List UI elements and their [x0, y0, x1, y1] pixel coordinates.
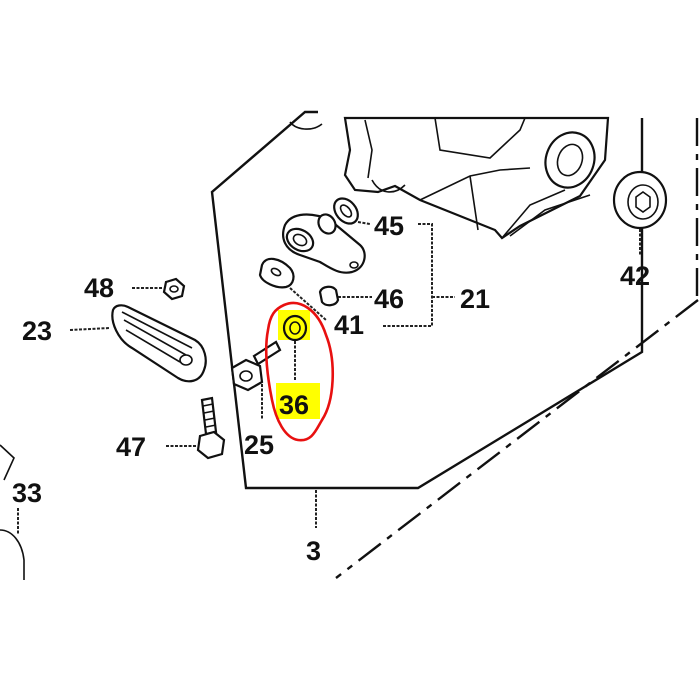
- callout-21: 21: [460, 284, 490, 314]
- callout-42: 42: [620, 261, 650, 291]
- part-36-highlight: [276, 310, 320, 419]
- part-41-washer: [258, 257, 327, 321]
- callout-41: 41: [334, 310, 364, 340]
- callout-45: 45: [374, 211, 404, 241]
- part-23-lever: [69, 304, 207, 383]
- gear-case-housing: [289, 116, 610, 240]
- part-46-collar: [318, 285, 372, 307]
- part-47-bolt: [166, 396, 226, 460]
- label-36-highlight-box: [276, 383, 320, 419]
- callout-23: 23: [22, 316, 52, 346]
- callout-3: 3: [306, 536, 321, 566]
- callout-25: 25: [244, 430, 274, 460]
- callout-46: 46: [374, 284, 404, 314]
- callout-48: 48: [84, 273, 114, 303]
- part-36-red-circle: [264, 301, 334, 442]
- part-45-washer: [333, 197, 371, 225]
- assembly-outer-outline: [335, 299, 699, 579]
- callout-33: 33: [12, 478, 42, 508]
- callout-36: 36: [279, 390, 309, 420]
- part-21-arm: [282, 213, 366, 274]
- group-21-bracket: [382, 223, 455, 327]
- callout-47: 47: [116, 432, 146, 462]
- part-33: [0, 444, 25, 580]
- assembly-3-outline: [210, 110, 644, 490]
- part-48-nut: [132, 277, 186, 301]
- part-42-seal: [612, 170, 668, 256]
